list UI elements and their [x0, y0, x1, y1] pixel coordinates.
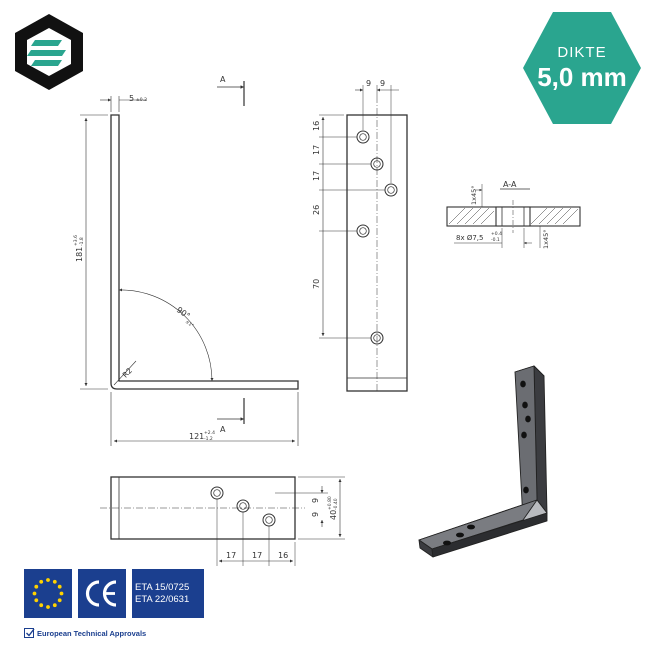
eta-approvals: ETA 15/0725 ETA 22/0631	[132, 569, 204, 618]
isometric-view	[418, 365, 548, 558]
bottom-width-tol-upper: +0.80	[327, 496, 333, 510]
height-tol-upper: +3.6	[73, 235, 79, 246]
side-spacing-1: 16	[312, 121, 321, 131]
approvals-caption: European Technical Approvals	[24, 626, 146, 640]
badge-text: DIKTE 5,0 mm	[523, 12, 641, 124]
bottom-spacing-1: 17	[226, 551, 236, 560]
bottom-offset-2: 9	[311, 512, 320, 517]
side-view	[319, 85, 408, 392]
approvals-label: European Technical Approvals	[37, 628, 147, 638]
height-label: 181	[75, 247, 84, 262]
check-mark-icon	[26, 628, 35, 637]
thickness-tol: ±0.2	[136, 97, 147, 103]
side-spacing-3: 17	[312, 171, 321, 181]
badge-hexagon-shape	[523, 12, 641, 124]
hole-spec-label: 8x Ø7,5	[456, 234, 483, 242]
width-label: 121	[189, 432, 204, 441]
section-title: A-A	[503, 180, 517, 189]
company-logo	[15, 14, 83, 90]
bottom-spacing-3: 16	[278, 551, 288, 560]
section-mark-top: A	[220, 75, 226, 84]
bottom-spacing-2: 17	[252, 551, 262, 560]
section-hatch	[448, 207, 579, 225]
ce-mark	[78, 569, 126, 618]
angle-tol: ±1°	[184, 319, 195, 329]
front-view-profile	[110, 114, 299, 390]
bottom-width-tol-lower: -0.40	[333, 498, 339, 510]
badge-value: 5,0 mm	[537, 62, 627, 92]
side-offset-2: 9	[380, 79, 385, 88]
front-view	[80, 81, 299, 446]
angle-label: 90°	[175, 305, 192, 321]
width-tol-lower: -1.2	[204, 436, 213, 442]
side-spacing-4: 26	[312, 205, 321, 215]
hole-tol-lower: -0.1	[491, 237, 500, 243]
isometric-holes	[443, 380, 531, 546]
section-mark-bottom: A	[220, 425, 226, 434]
section-labels: A-A 1x45° 8x Ø7,5 +0.4 -0.1 1x45°	[456, 180, 550, 249]
side-offset-1: 9	[366, 79, 371, 88]
side-spacing-2: 17	[312, 145, 321, 155]
bottom-offset-1: 9	[311, 498, 320, 503]
radius-label: R2	[121, 366, 135, 380]
section-view	[446, 184, 581, 248]
thickness-badge: DIKTE 5,0 mm	[523, 12, 641, 124]
hole-tol-upper: +0.4	[491, 231, 502, 237]
badge-label: DIKTE	[557, 44, 607, 61]
chamfer-top-label: 1x45°	[470, 185, 478, 205]
chamfer-side-label: 1x45°	[542, 229, 550, 249]
eta-line-2: ETA 22/0631	[135, 593, 190, 605]
width-tol-upper: +2.4	[204, 430, 215, 436]
ce-mark-icon	[85, 580, 117, 607]
thickness-label: 5	[129, 94, 134, 103]
side-view-labels: 9 9 16 17 17 26 70	[312, 79, 385, 289]
eu-flag	[24, 569, 72, 618]
checkbox-icon	[24, 628, 35, 638]
bottom-width-label: 40	[329, 510, 338, 520]
height-tol-lower: -1.8	[79, 237, 85, 246]
logo-accent-stripes	[27, 40, 66, 66]
eu-stars-icon	[32, 578, 64, 609]
bottom-view-labels: 9 9 40 +0.80 -0.40 17 17 16	[226, 496, 339, 560]
bottom-view	[100, 476, 345, 566]
side-spacing-5: 70	[312, 279, 321, 289]
eta-line-1: ETA 15/0725	[135, 581, 190, 593]
